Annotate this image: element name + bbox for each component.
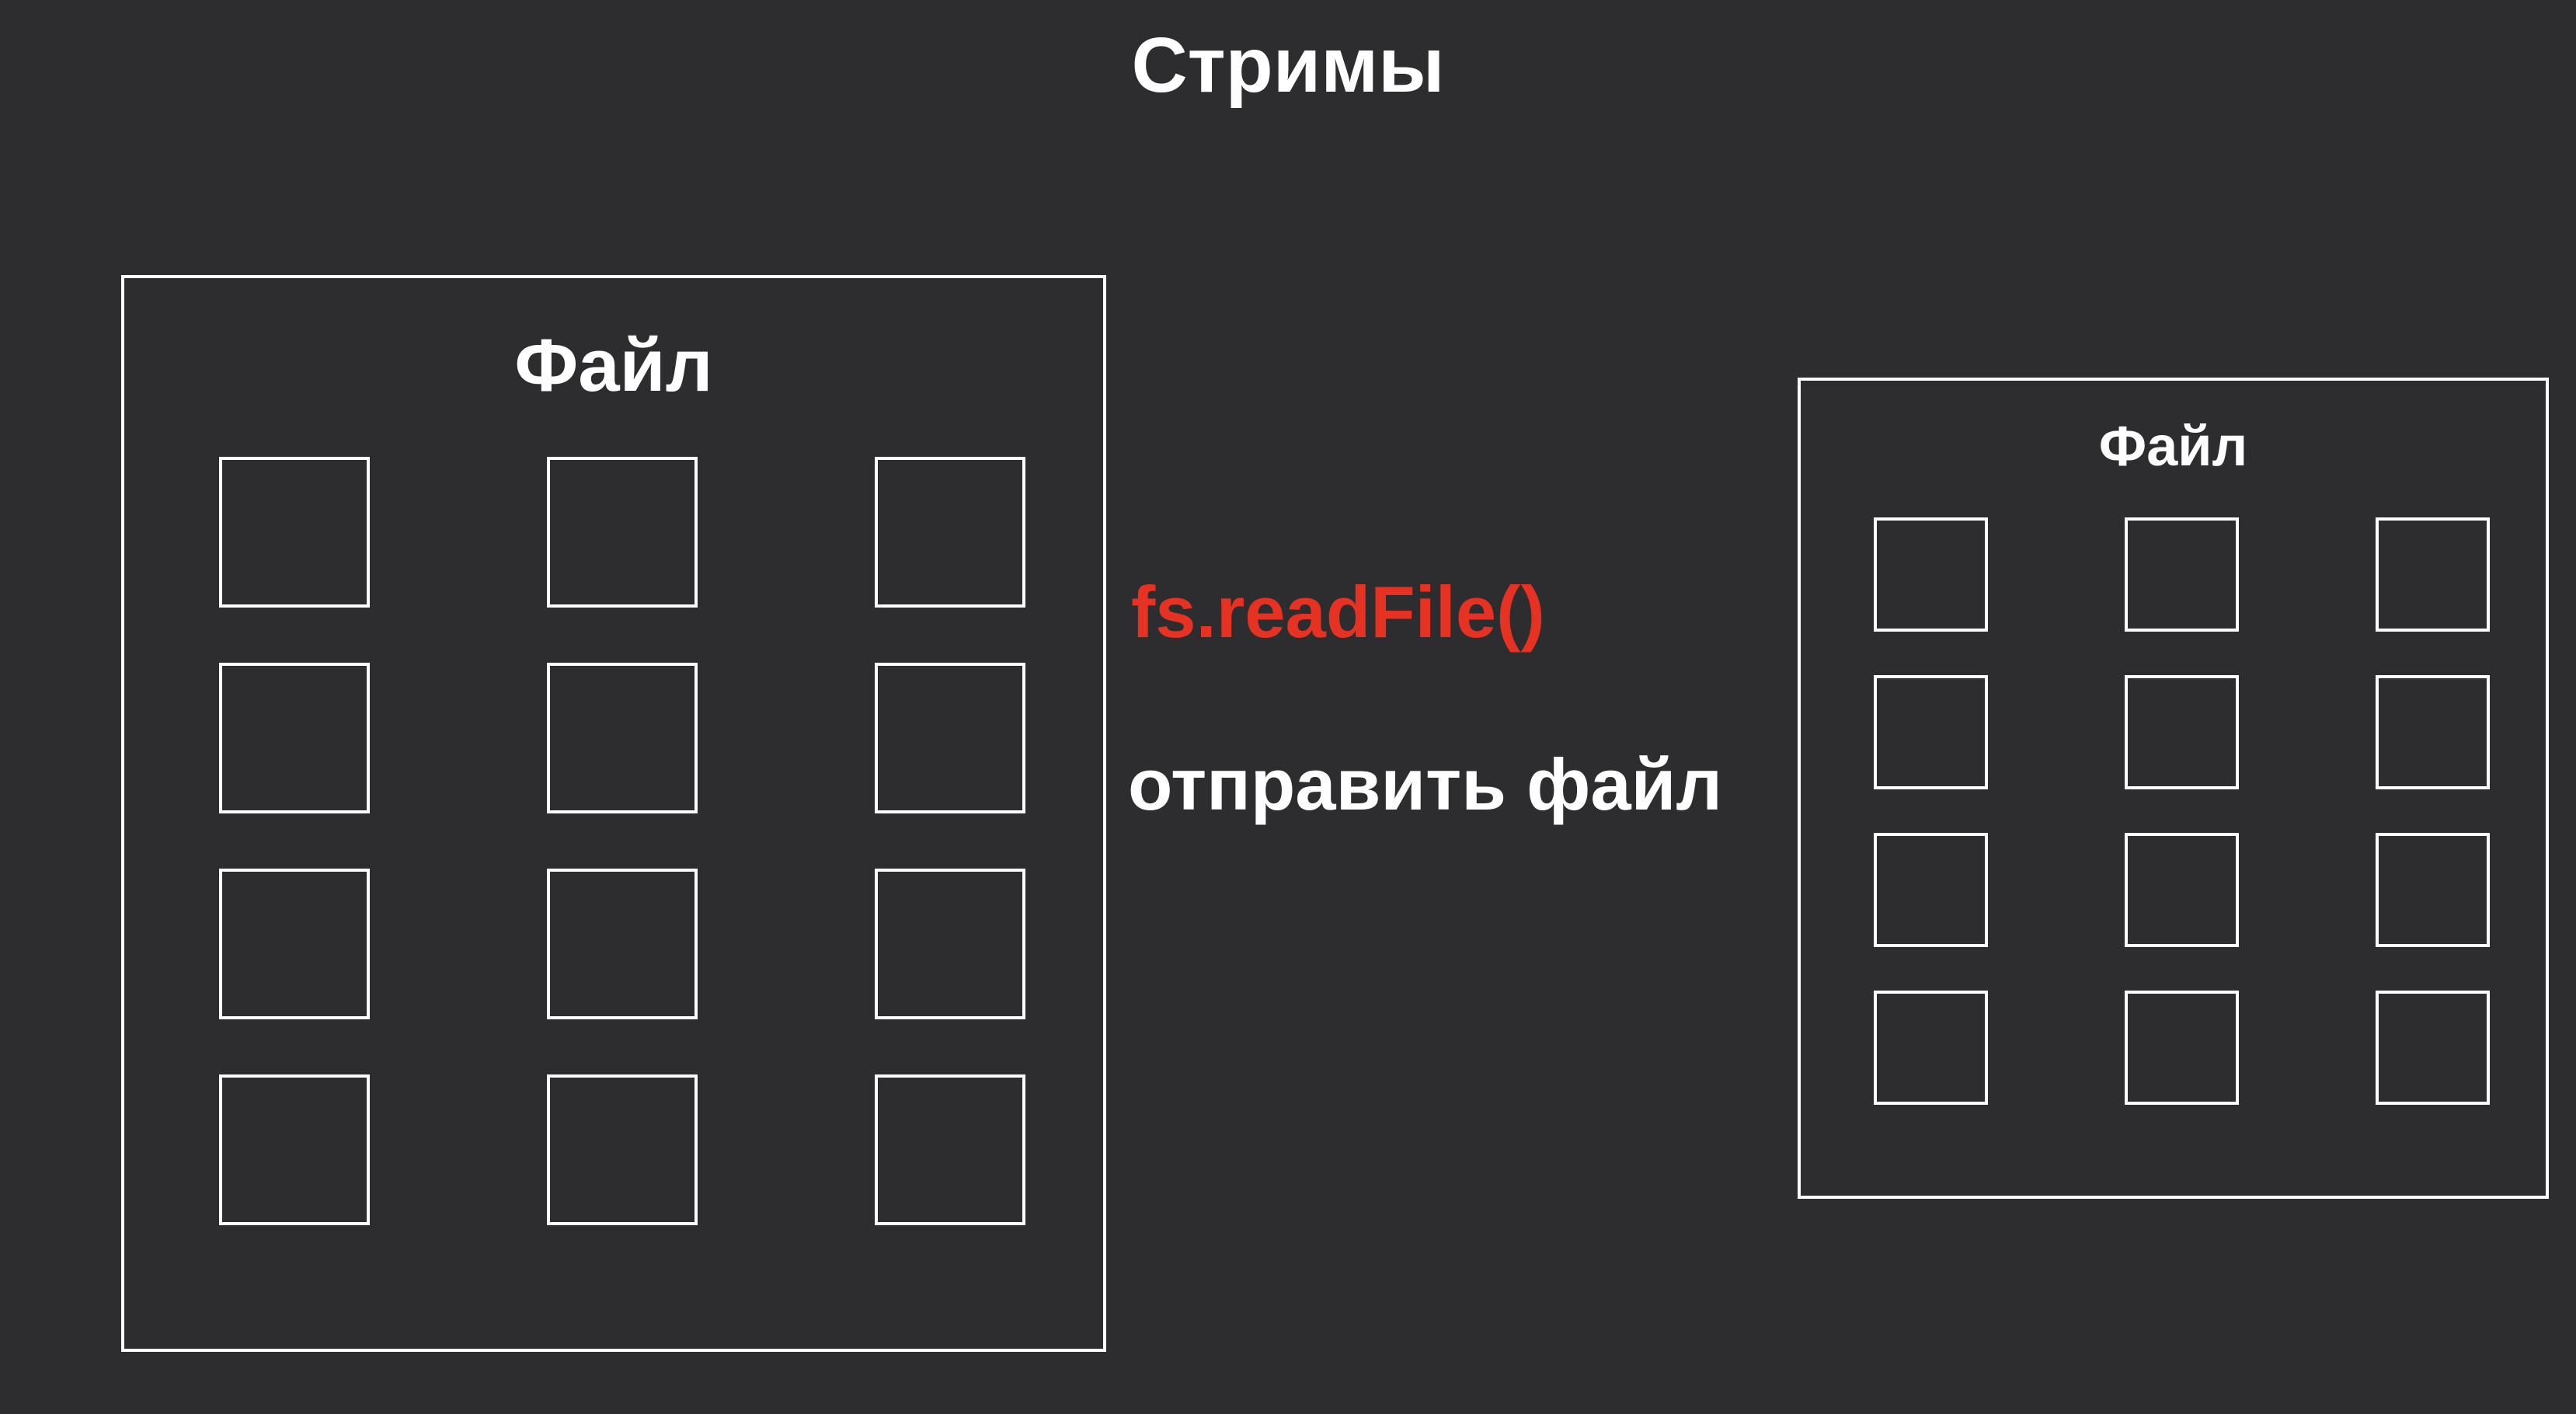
file-chunk-block xyxy=(1874,991,1988,1105)
file-chunk-block xyxy=(2125,675,2239,789)
file-chunk-block xyxy=(875,457,1025,608)
send-file-label: отправить файл xyxy=(1128,744,1723,825)
target-file-label: Файл xyxy=(2098,416,2248,478)
file-chunk-block xyxy=(2376,675,2490,789)
slide-title: Стримы xyxy=(1131,22,1445,109)
file-chunk-block xyxy=(2376,833,2490,947)
file-chunk-block xyxy=(547,457,698,608)
file-chunk-block xyxy=(1874,833,1988,947)
file-chunk-block xyxy=(2125,517,2239,632)
file-chunk-block xyxy=(219,457,370,608)
file-chunk-block xyxy=(2125,991,2239,1105)
file-chunk-block xyxy=(219,663,370,813)
file-chunk-block xyxy=(875,869,1025,1019)
file-chunk-block xyxy=(219,869,370,1019)
file-chunk-block xyxy=(547,1074,698,1225)
file-chunk-block xyxy=(547,869,698,1019)
file-chunk-block xyxy=(875,663,1025,813)
readfile-call-label: fs.readFile() xyxy=(1131,571,1545,653)
file-chunk-block xyxy=(219,1074,370,1225)
file-chunk-block xyxy=(1874,517,1988,632)
target-file-box: Файл xyxy=(1798,378,2549,1199)
file-chunk-block xyxy=(547,663,698,813)
file-chunk-block xyxy=(2376,517,2490,632)
file-chunk-block xyxy=(2376,991,2490,1105)
file-chunk-block xyxy=(875,1074,1025,1225)
source-file-box: Файл xyxy=(121,275,1106,1352)
file-chunk-block xyxy=(2125,833,2239,947)
source-file-label: Файл xyxy=(514,324,713,407)
file-chunk-block xyxy=(1874,675,1988,789)
